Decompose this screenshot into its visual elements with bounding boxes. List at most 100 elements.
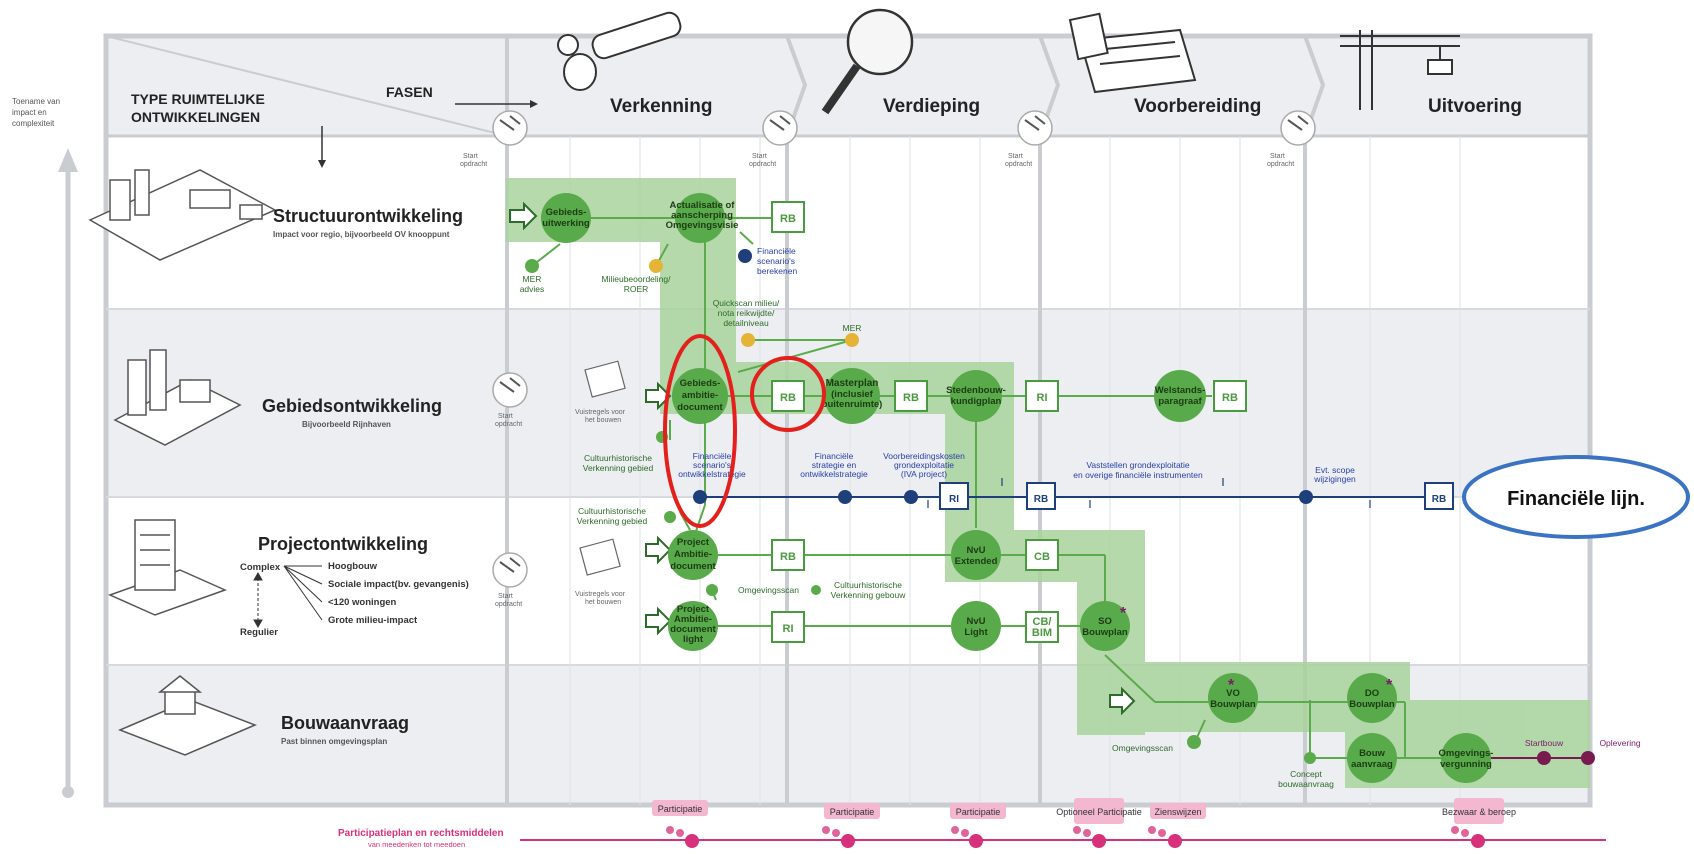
vuistregels-b2: het bouwen <box>585 599 621 606</box>
blue-boxes <box>939 482 1454 510</box>
phase-verdieping: Verdieping <box>883 96 980 117</box>
start-label-a2: opdracht <box>460 161 487 168</box>
tag-zienswijzen: Zienswijzen <box>1154 807 1201 817</box>
oplevering-label: Oplevering <box>1599 738 1640 748</box>
people-icon <box>666 826 1469 837</box>
entry-arrow-icon <box>509 201 1136 716</box>
node-gebiedsuitwerking-label: Gebieds-uitwerking <box>542 207 590 229</box>
callout-text: Financiële lijn. <box>1507 488 1645 510</box>
participation-points <box>685 834 1485 848</box>
start-label-e1: Start <box>498 413 513 420</box>
node-omgevingsvergunning-label: Omgevings-vergunning <box>1439 748 1494 770</box>
financial-points <box>693 249 1313 504</box>
box-ri-2: RI <box>783 623 794 635</box>
svg-text:*: * <box>1120 605 1127 622</box>
type-label-1: TYPE RUIMTELIJKE <box>131 91 265 107</box>
start-icon <box>1280 110 1316 146</box>
down-arrow <box>318 126 326 168</box>
project-item-1: Hoogbouw <box>328 561 378 572</box>
rb-boxes <box>771 201 1247 643</box>
start-icon <box>492 372 528 408</box>
start-icon <box>492 110 528 146</box>
project-item-2: Sociale impact(bv. gevangenis) <box>328 579 469 590</box>
participation-title: Participatieplan en rechtsmiddelen <box>338 828 504 839</box>
omgevingsscan-2: Omgevingsscan <box>1112 743 1173 753</box>
project-regulier: Regulier <box>240 627 278 638</box>
box-rb-2: RB <box>780 392 796 404</box>
start-label-d2: opdracht <box>1267 161 1294 168</box>
axis-label-2: impact en <box>12 108 47 117</box>
start-label-f1: Start <box>498 593 513 600</box>
impact-axis <box>58 148 78 798</box>
project-item-4: Grote milieu-impact <box>328 615 418 626</box>
svg-text:*: * <box>1386 677 1393 694</box>
structuur-row-bg <box>106 136 1590 309</box>
district-sketch <box>113 349 242 446</box>
phase-voorbereiding: Voorbereiding <box>1134 96 1261 117</box>
milieubeoordeling: Milieubeoordeling/ROER <box>602 274 672 294</box>
fasen-arrow <box>455 100 538 108</box>
mer-label: MER <box>843 323 862 333</box>
crane-icon <box>1340 30 1460 110</box>
quickscan: Quickscan milieu/nota reikwijdte/detailn… <box>713 298 780 328</box>
blueprint-icon <box>1068 12 1197 94</box>
bouw-subtitle: Past binnen omgevingsplan <box>281 737 387 746</box>
box-rb-blue-1: RB <box>1034 494 1048 505</box>
node-welstand-label: Welstands-paragraaf <box>1155 385 1206 407</box>
rules-sketch <box>579 360 626 576</box>
project-complex: Complex <box>240 562 281 573</box>
node-stedenbouw-label: Stedenbouw-kundigplan <box>946 385 1006 407</box>
building-sketch <box>107 519 228 616</box>
asterisk-markers: *** <box>1120 605 1393 694</box>
box-rb-1: RB <box>780 213 796 225</box>
structuur-subtitle: Impact voor regio, bijvoorbeeld OV knoop… <box>273 230 450 239</box>
box-cb-bim: CB/BIM <box>1032 616 1052 639</box>
process-nodes <box>541 193 1491 783</box>
vuistregels-a2: het bouwen <box>585 417 621 424</box>
tag-optioneel: Optioneel Participatie <box>1056 807 1142 817</box>
participation-subtitle: van meedenken tot meedoen <box>368 840 465 849</box>
type-label-2: ONTWIKKELINGEN <box>131 109 260 125</box>
project-row-bg <box>106 497 1590 665</box>
tag-participatie-1: Participatie <box>658 804 703 814</box>
startbouw-label: Startbouw <box>1525 738 1564 748</box>
phase-separators <box>505 35 1326 805</box>
start-label-f2: opdracht <box>495 601 522 608</box>
start-label-c1: Start <box>1008 153 1023 160</box>
start-label-c2: opdracht <box>1005 161 1032 168</box>
tag-participatie-2: Participatie <box>830 807 875 817</box>
project-title: Projectontwikkeling <box>258 534 428 554</box>
magnifier-icon <box>821 8 914 115</box>
start-label-a1: Start <box>463 153 478 160</box>
box-rb-3: RB <box>903 392 919 404</box>
purple-points <box>1537 751 1595 765</box>
fasen-label: FASEN <box>386 84 433 100</box>
box-ri-blue: RI <box>949 494 959 505</box>
header-row-bg <box>106 36 1590 136</box>
gebied-subtitle: Bijvoorbeeld Rijnhaven <box>302 420 391 429</box>
yellow-points <box>649 259 859 347</box>
box-rb-blue-2: RB <box>1432 494 1446 505</box>
grid-lines <box>569 136 1461 805</box>
vuistregels-b1: Vuistregels voor <box>575 591 626 598</box>
box-ri-1: RI <box>1037 392 1048 404</box>
structuur-title: Structuurontwikkeling <box>273 206 463 226</box>
telescope-icon <box>557 11 682 91</box>
bouw-title: Bouwaanvraag <box>281 713 409 733</box>
box-rb-5: RB <box>780 551 796 563</box>
phase-uitvoering: Uitvoering <box>1428 96 1522 117</box>
